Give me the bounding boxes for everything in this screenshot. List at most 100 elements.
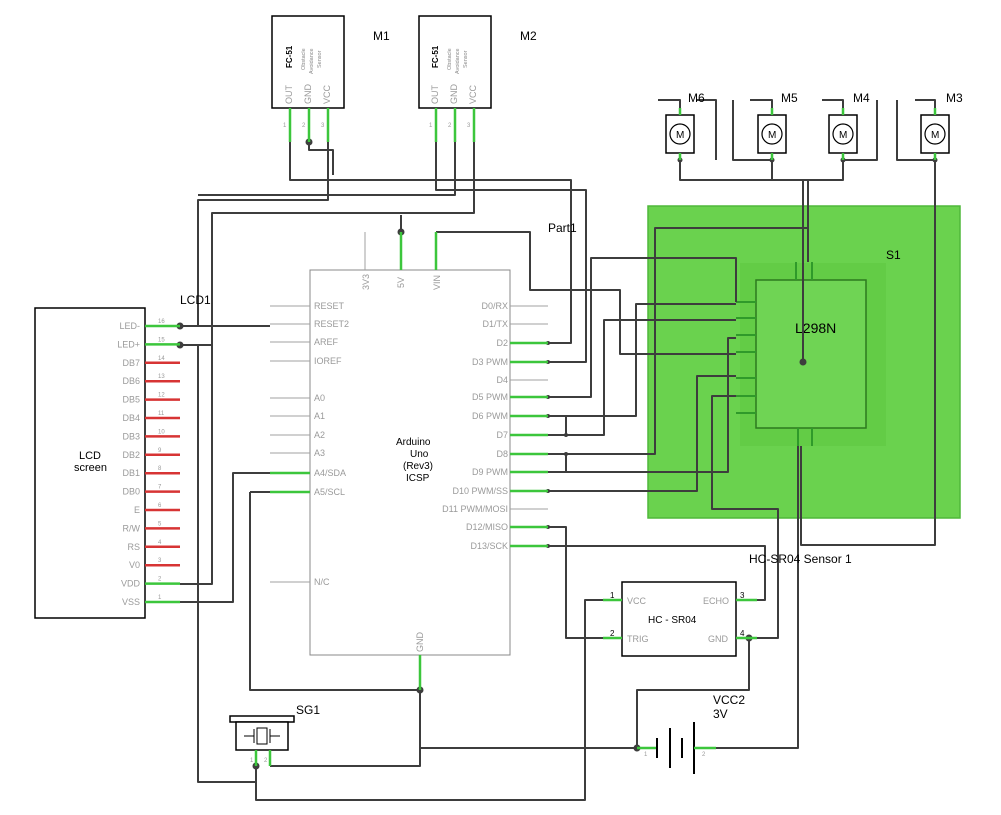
svg-text:1: 1 — [283, 123, 287, 129]
arduino-name-2: Uno — [410, 449, 429, 460]
arduino-pin-d2: D2 — [496, 338, 508, 348]
arduino-pin-d7: D7 — [496, 430, 508, 440]
motor-m3[interactable]: M3 M — [920, 91, 963, 160]
motor-m5[interactable]: M5 M — [757, 91, 798, 160]
m1-ref: M1 — [373, 29, 390, 43]
battery-vcc2[interactable]: VCC2 3V 1 2 — [637, 693, 745, 774]
ir-sensor-m1[interactable]: M1 FC-51 Obstacle Avoidance Sensor OUT G… — [271, 15, 390, 142]
arduino-pin-nc: N/C — [314, 577, 330, 587]
m1-desc-1: Obstacle — [301, 48, 307, 70]
m1-pin-out: OUT — [284, 85, 294, 105]
m2-desc-2: Avoidance — [455, 48, 461, 74]
lcd-ref: LCD1 — [180, 293, 211, 307]
svg-text:3: 3 — [467, 123, 471, 129]
m2-pin-vcc: VCC — [468, 84, 478, 104]
lcd-pin-db1: DB1 — [122, 468, 140, 478]
svg-text:M6: M6 — [688, 91, 705, 105]
lcd-pin-db3: DB3 — [122, 431, 140, 441]
lcd-pin-num: 13 — [158, 374, 165, 380]
svg-text:1: 1 — [610, 591, 615, 600]
arduino-pin-aref: AREF — [314, 337, 339, 347]
motor-m4[interactable]: M4 M — [828, 91, 870, 160]
m2-desc-1: Obstacle — [447, 48, 453, 70]
svg-text:2: 2 — [610, 629, 615, 638]
arduino-pin-a0: A0 — [314, 393, 325, 403]
lcd-pin-db4: DB4 — [122, 413, 140, 423]
part-ref: Part1 — [548, 221, 577, 235]
arduino-pin-ioref: IOREF — [314, 356, 342, 366]
arduino-pin-a5scl: A5/SCL — [314, 487, 345, 497]
hc-ref: HC-SR04 Sensor 1 — [749, 552, 852, 566]
vcc-value: 3V — [713, 707, 728, 721]
svg-text:1: 1 — [644, 752, 648, 758]
arduino-name-4: ICSP — [406, 473, 430, 484]
arduino-pin-d13sck: D13/SCK — [470, 541, 508, 551]
svg-text:2: 2 — [448, 123, 452, 129]
lcd-pin-db7: DB7 — [122, 358, 140, 368]
arduino-pin-a3: A3 — [314, 448, 325, 458]
svg-text:2: 2 — [302, 123, 306, 129]
lcd-pin-num: 14 — [158, 356, 165, 362]
arduino-left-pins: RESETRESET2AREFIOREFA0A1A2A3A4/SDAA5/SCL… — [270, 301, 349, 587]
lcd-pin-num: 2 — [158, 577, 162, 583]
hc-sr04-sensor[interactable]: HC-SR04 Sensor 1 HC - SR04 VCC TRIG ECHO… — [603, 552, 852, 657]
m1-desc-2: Avoidance — [309, 48, 315, 74]
lcd-pin-num: 8 — [158, 466, 162, 472]
lcd-pin-led: LED+ — [117, 339, 140, 349]
lcd-pin-num: 12 — [158, 393, 165, 399]
motor-m6[interactable]: M6 M — [665, 91, 705, 160]
arduino-pin-a2: A2 — [314, 430, 325, 440]
svg-text:M3: M3 — [946, 91, 963, 105]
svg-text:1: 1 — [429, 123, 433, 129]
ir-sensor-m2[interactable]: M2 FC-51 Obstacle Avoidance Sensor OUT G… — [418, 15, 537, 142]
arduino-pin-d1tx: D1/TX — [482, 319, 508, 329]
m2-pin-gnd: GND — [449, 84, 459, 105]
sg1-component[interactable]: SG1 1 2 — [229, 703, 320, 766]
lcd-pin-num: 15 — [158, 337, 165, 343]
arduino-pin-d6pwm: D6 PWM — [472, 411, 508, 421]
m2-desc-3: Sensor — [463, 50, 469, 68]
lcd-pin-num: 10 — [158, 429, 165, 435]
arduino-pin-reset: RESET — [314, 301, 345, 311]
m2-title: FC-51 — [431, 45, 440, 68]
svg-text:ECHO: ECHO — [703, 596, 729, 606]
lcd-pin-vdd: VDD — [121, 579, 141, 589]
lcd-pin-db6: DB6 — [122, 376, 140, 386]
pin-gnd: GND — [415, 632, 425, 653]
lcd-pin-num: 11 — [158, 411, 165, 417]
hc-name: HC - SR04 — [648, 615, 697, 626]
arduino-uno[interactable]: Part1 Arduino Uno (Rev3) ICSP RESETRESET… — [270, 221, 577, 690]
m2-ref: M2 — [520, 29, 537, 43]
sg1-ref: SG1 — [296, 703, 320, 717]
lcd-name-line2: screen — [74, 462, 107, 474]
motor-m6-glyph: M — [676, 130, 684, 141]
lcd-pin-num: 7 — [158, 485, 162, 491]
m1-title: FC-51 — [285, 45, 294, 68]
lcd-pin-num: 9 — [158, 448, 162, 454]
arduino-pin-d0rx: D0/RX — [481, 301, 508, 311]
arduino-pin-a1: A1 — [314, 411, 325, 421]
arduino-pin-reset2: RESET2 — [314, 319, 349, 329]
lcd-pin-rs: RS — [127, 542, 140, 552]
svg-text:GND: GND — [708, 634, 729, 644]
pin-vin: VIN — [432, 275, 442, 290]
lcd-pin-e: E — [134, 505, 140, 515]
pin-5v: 5V — [396, 277, 406, 288]
svg-text:TRIG: TRIG — [627, 634, 649, 644]
lcd-pin-num: 6 — [158, 503, 162, 509]
svg-text:3: 3 — [740, 591, 745, 600]
arduino-pin-d10pwmss: D10 PWM/SS — [452, 486, 508, 496]
arduino-pin-d9pwm: D9 PWM — [472, 467, 508, 477]
lcd-pin-num: 1 — [158, 595, 162, 601]
m2-pin-out: OUT — [430, 85, 440, 105]
svg-text:VCC: VCC — [627, 596, 647, 606]
arduino-pin-d11pwmmosi: D11 PWM/MOSI — [442, 504, 508, 514]
lcd-pin-db0: DB0 — [122, 487, 140, 497]
lcd-pin-num: 16 — [158, 319, 165, 325]
lcd-name-line1: LCD — [79, 450, 101, 462]
driver-ref: S1 — [886, 248, 901, 262]
